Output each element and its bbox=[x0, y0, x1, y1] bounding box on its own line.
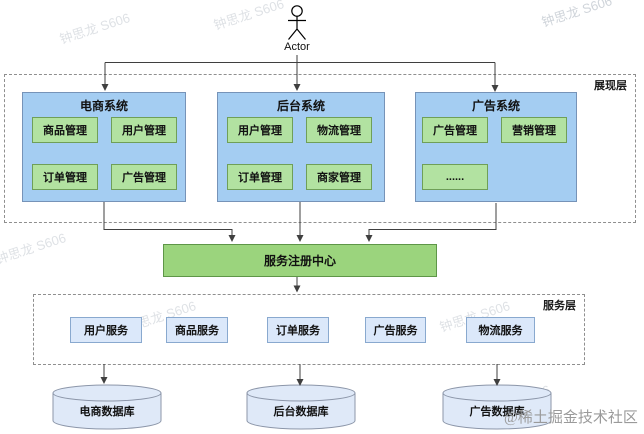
community-watermark: @稀土掘金技术社区 bbox=[504, 410, 638, 426]
module-box: 商家管理 bbox=[306, 164, 372, 190]
presentation-layer-container: 展现层 bbox=[4, 74, 636, 223]
module-box: 订单管理 bbox=[32, 164, 98, 190]
watermark: 钟思龙 S606 bbox=[539, 0, 614, 30]
service-box-order: 订单服务 bbox=[267, 317, 329, 343]
service-registry-box: 服务注册中心 bbox=[163, 244, 437, 277]
cylinder-icon bbox=[52, 384, 162, 430]
database-cylinder-backend: 后台数据库 bbox=[246, 384, 356, 430]
system-title: 后台系统 bbox=[276, 99, 325, 113]
module-box: 商品管理 bbox=[32, 117, 98, 143]
module-box: 广告管理 bbox=[422, 117, 488, 143]
actor-icon bbox=[288, 5, 306, 40]
watermark: 钟思龙 S606 bbox=[0, 230, 68, 267]
system-box-ecommerce: 电商系统 商品管理 用户管理 订单管理 广告管理 bbox=[22, 92, 186, 202]
service-box-logistics: 物流服务 bbox=[466, 317, 535, 343]
module-box: 营销管理 bbox=[501, 117, 567, 143]
module-box: 广告管理 bbox=[111, 164, 177, 190]
database-cylinder-ecommerce: 电商数据库 bbox=[52, 384, 162, 430]
database-label: 电商数据库 bbox=[79, 406, 135, 418]
system-title: 广告系统 bbox=[471, 99, 520, 113]
module-box: 用户管理 bbox=[111, 117, 177, 143]
watermark: 钟思龙 S606 bbox=[211, 0, 286, 33]
system-title: 电商系统 bbox=[79, 99, 128, 113]
cylinder-icon bbox=[442, 384, 552, 430]
service-box-product: 商品服务 bbox=[166, 317, 228, 343]
watermark: 钟思龙 S606 bbox=[57, 10, 132, 47]
presentation-layer-label: 展现层 bbox=[594, 80, 627, 92]
service-layer-label: 服务层 bbox=[543, 300, 576, 312]
module-box: 用户管理 bbox=[227, 117, 293, 143]
system-box-backend: 后台系统 用户管理 物流管理 订单管理 商家管理 bbox=[217, 92, 385, 202]
database-label: 后台数据库 bbox=[273, 406, 329, 418]
database-cylinder-ads: 广告数据库 bbox=[442, 384, 552, 430]
actor-label: Actor bbox=[284, 41, 310, 53]
system-box-ads: 广告系统 广告管理 营销管理 ...... bbox=[415, 92, 577, 202]
service-box-user: 用户服务 bbox=[70, 317, 142, 343]
database-label: 广告数据库 bbox=[469, 406, 525, 418]
module-box: 订单管理 bbox=[227, 164, 293, 190]
module-box: ...... bbox=[422, 164, 488, 190]
service-box-ad: 广告服务 bbox=[365, 317, 426, 343]
cylinder-icon bbox=[246, 384, 356, 430]
service-layer-container: 服务层 bbox=[33, 294, 585, 365]
module-box: 物流管理 bbox=[306, 117, 372, 143]
